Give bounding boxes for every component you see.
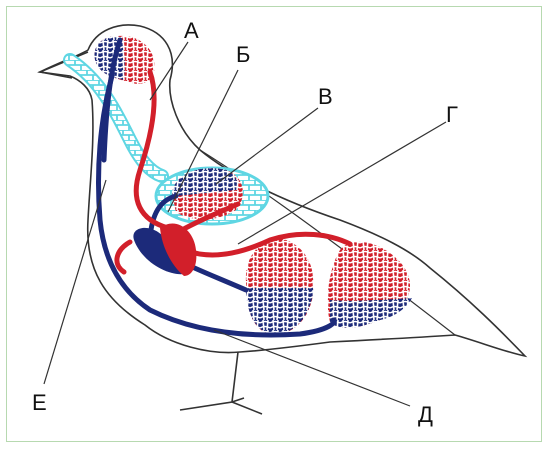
image-frame <box>6 6 542 442</box>
arterial-vessels <box>114 69 353 275</box>
heart-left <box>160 223 197 276</box>
label-g: Г <box>446 102 458 127</box>
heart-right <box>133 227 184 275</box>
pointer-lines <box>43 41 447 407</box>
bird-outline <box>37 24 528 358</box>
label-a: А <box>184 18 199 43</box>
trachea-inner <box>65 55 167 181</box>
label-b: Б <box>236 42 251 67</box>
label-d: Д <box>418 402 433 427</box>
label-v: В <box>318 84 333 109</box>
leg <box>179 351 263 415</box>
label-e: Е <box>32 390 47 415</box>
